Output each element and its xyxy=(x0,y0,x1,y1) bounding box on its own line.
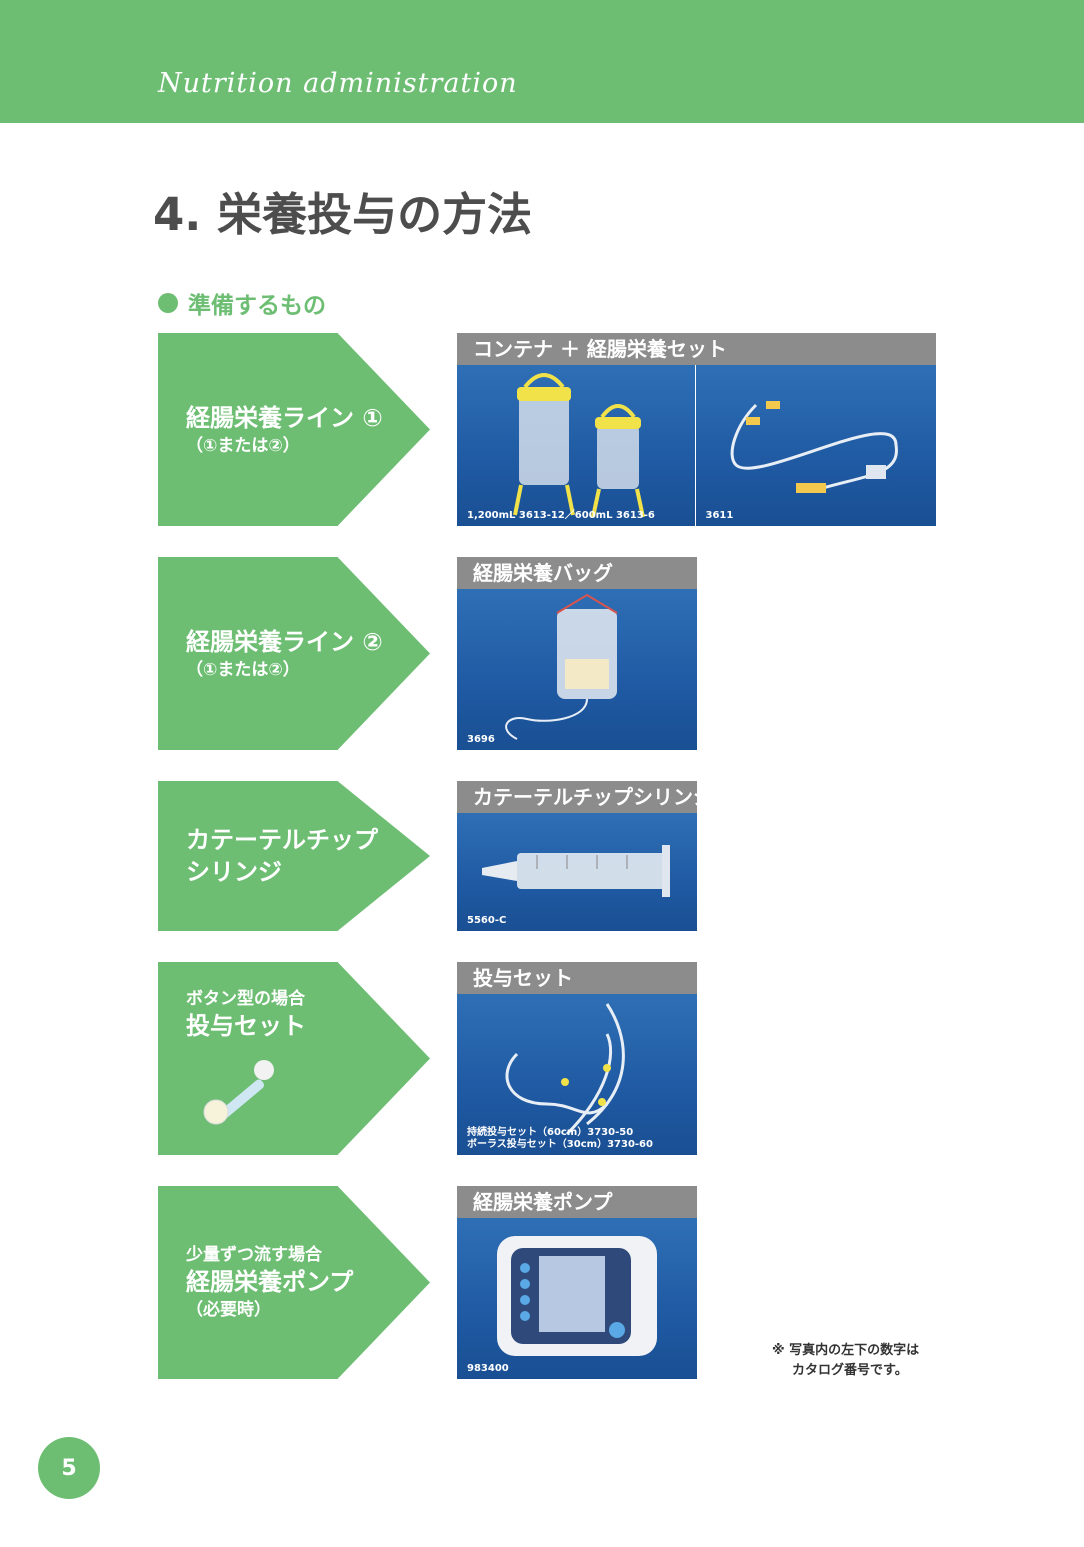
arrow-label-small: 少量ずつ流す場合 xyxy=(186,1244,322,1265)
panel-container-set: コンテナ ＋ 経腸栄養セット 1,200mL 3613-12／600mL 361… xyxy=(457,333,936,526)
syringe-image xyxy=(482,845,670,897)
arrow-label-title: 投与セット xyxy=(186,1012,306,1040)
bullet-icon xyxy=(158,293,178,313)
photo-caption: 5560-C xyxy=(467,915,507,926)
header-title: Nutrition administration xyxy=(158,68,518,99)
arrow-label-title: 経腸栄養ポンプ xyxy=(186,1267,354,1296)
photo-syringe: 5560-C xyxy=(457,813,697,931)
arrow-label-sub: （①または②） xyxy=(186,659,300,680)
photo-caption: 3611 xyxy=(705,510,734,521)
page-title: 4. 栄養投与の方法 xyxy=(153,188,533,241)
panel-syringe: カテーテルチップシリンジ 5560-C xyxy=(457,781,713,931)
arrow-label-sub: （必要時） xyxy=(186,1299,271,1320)
photo-caption: 983400 xyxy=(467,1363,509,1374)
photo-caption: 1,200mL 3613-12／600mL 3613-6 xyxy=(467,510,655,521)
photo-admin-set: 持続投与セット（60cm）3730-50 ボーラス投与セット（30cm）3730… xyxy=(457,994,697,1155)
catalog-note: ※ 写真内の左下の数字は カタログ番号です。 xyxy=(772,1341,919,1381)
panel-title: 投与セット xyxy=(457,962,697,994)
arrow-label-title: 経腸栄養ライン ① xyxy=(186,403,383,432)
arrow-label-3: カテーテルチップ シリンジ xyxy=(158,781,430,931)
arrow-label-sub: （①または②） xyxy=(186,435,300,456)
arrow-label-line2: シリンジ xyxy=(186,858,282,886)
arrow-label-4: ボタン型の場合 投与セット xyxy=(158,962,430,1155)
page-number: 5 xyxy=(38,1437,100,1499)
feeding-bag-image xyxy=(505,593,618,740)
panel-title: 経腸栄養バッグ xyxy=(457,557,697,589)
arrow-label-5: 少量ずつ流す場合 経腸栄養ポンプ （必要時） xyxy=(158,1186,430,1379)
arrow-label-line1: カテーテルチップ xyxy=(186,826,378,854)
photo-caption: 持続投与セット（60cm）3730-50 ボーラス投与セット（30cm）3730… xyxy=(467,1127,653,1151)
arrow-label-1: 経腸栄養ライン ① （①または②） xyxy=(158,333,430,526)
feeding-set-image xyxy=(730,401,898,493)
button-extension-image xyxy=(203,1060,274,1125)
photo-containers: 1,200mL 3613-12／600mL 3613-6 xyxy=(457,365,695,526)
arrow-label-2: 経腸栄養ライン ② （①または②） xyxy=(158,557,430,750)
admin-set-image xyxy=(505,1003,625,1136)
photo-feeding-set: 3611 xyxy=(695,365,936,526)
arrow-label-small: ボタン型の場合 xyxy=(186,989,305,1009)
panel-title: カテーテルチップシリンジ xyxy=(457,781,713,813)
note-line2: カタログ番号です。 xyxy=(792,1363,908,1378)
header-band: Nutrition administration xyxy=(0,0,1084,123)
photo-feeding-bag: 3696 xyxy=(457,589,697,750)
caption-line2: ボーラス投与セット（30cm）3730-60 xyxy=(467,1139,653,1150)
panel-title: 経腸栄養ポンプ xyxy=(457,1186,697,1218)
panel-title: コンテナ ＋ 経腸栄養セット xyxy=(457,333,936,365)
arrow-label-title: 経腸栄養ライン ② xyxy=(186,627,383,656)
photo-caption: 3696 xyxy=(467,734,495,745)
pump-image xyxy=(497,1236,657,1356)
note-line1: ※ 写真内の左下の数字は xyxy=(772,1343,920,1358)
panel-admin-set: 投与セット 持続投与セット（60cm）3730-50 ボーラス投与セット（30c… xyxy=(457,962,697,1155)
caption-line1: 持続投与セット（60cm）3730-50 xyxy=(467,1127,634,1138)
section-heading-text: 準備するもの xyxy=(188,293,326,319)
photo-pump: 983400 xyxy=(457,1218,697,1379)
section-heading: 準備するもの xyxy=(158,286,326,320)
panel-pump: 経腸栄養ポンプ 983400 xyxy=(457,1186,697,1379)
container-image xyxy=(513,373,645,518)
panel-feeding-bag: 経腸栄養バッグ 3696 xyxy=(457,557,697,750)
